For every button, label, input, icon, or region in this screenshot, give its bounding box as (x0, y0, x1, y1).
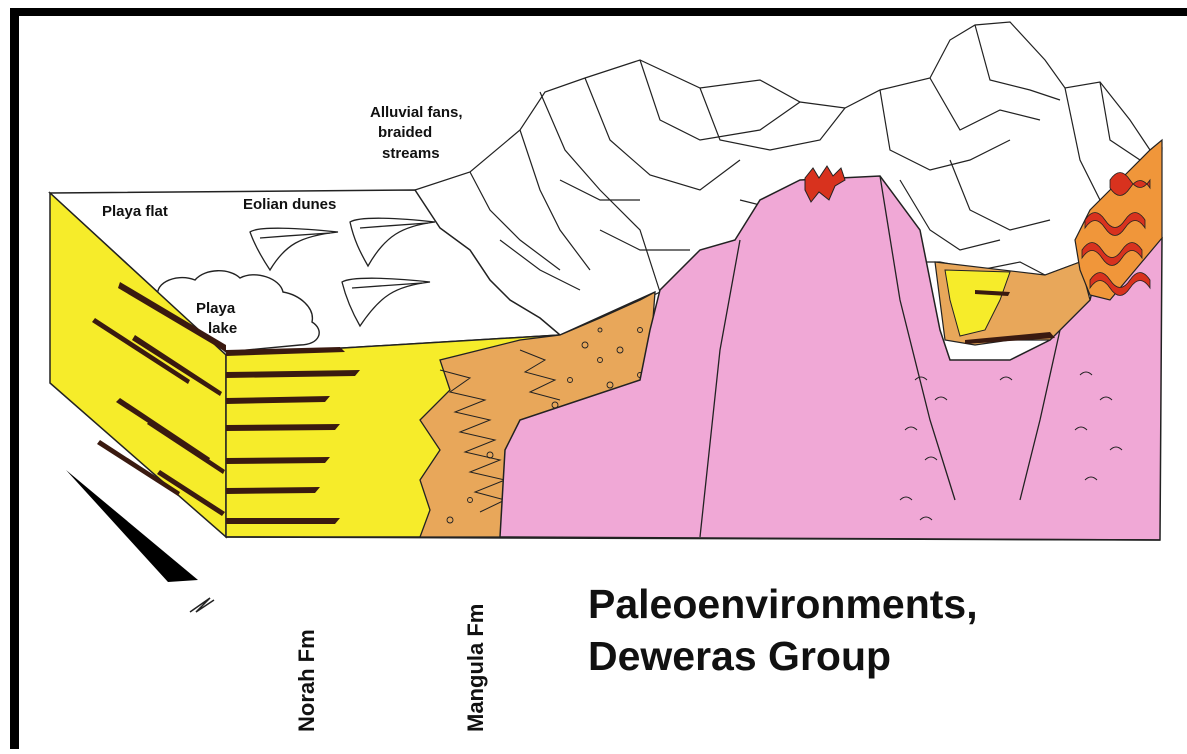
label-streams: streams (382, 145, 440, 163)
north-letter-glyph (190, 598, 214, 612)
title-line-2: Deweras Group (588, 630, 891, 682)
label-playa-flat: Playa flat (102, 203, 168, 221)
label-norah-fm: Norah Fm (294, 629, 320, 732)
label-mangula-fm: Mangula Fm (463, 604, 489, 732)
title-line-1: Paleoenvironments, (588, 578, 978, 630)
label-braided: braided (378, 124, 432, 142)
label-lake: lake (208, 320, 237, 338)
frame-left-border (10, 8, 19, 749)
label-alluvial-fans: Alluvial fans, (370, 104, 463, 122)
frame-top-border (10, 8, 1187, 16)
label-eolian-dunes: Eolian dunes (243, 196, 336, 214)
label-playa: Playa (196, 300, 235, 318)
